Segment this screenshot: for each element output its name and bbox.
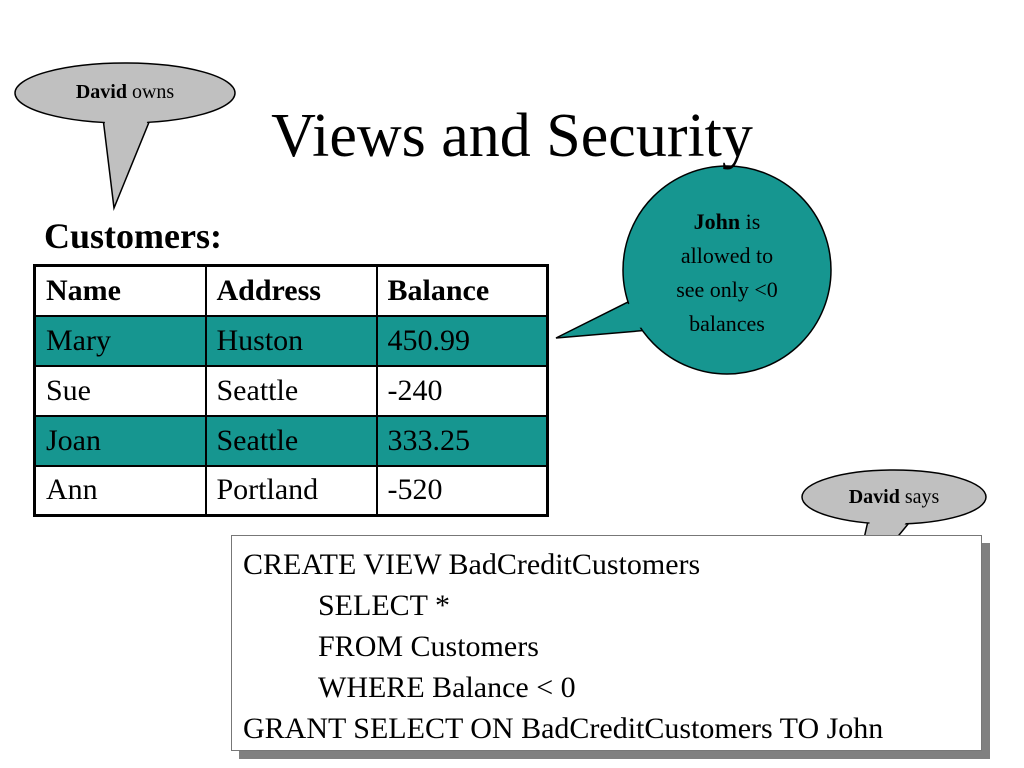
sql-line-create-view: CREATE VIEW BadCreditCustomers bbox=[243, 548, 701, 581]
john-callout-name: John bbox=[693, 209, 741, 234]
says-callout-text: David says bbox=[802, 485, 986, 509]
john-callout-line-2: allowed to bbox=[680, 243, 774, 268]
sql-line-from: FROM Customers bbox=[318, 630, 539, 663]
cell-name: Sue bbox=[33, 364, 207, 417]
table-row: Mary Huston 450.99 bbox=[33, 314, 549, 367]
cell-name: Mary bbox=[33, 314, 207, 367]
john-callout-shape bbox=[555, 165, 832, 375]
customers-table: Name Address Balance Mary Huston 450.99 … bbox=[33, 264, 549, 517]
owner-callout-shape bbox=[14, 62, 236, 211]
john-callout-line-4: balances bbox=[689, 311, 765, 336]
table-row: Sue Seattle -240 bbox=[33, 364, 549, 417]
cell-balance: 333.25 bbox=[375, 414, 549, 467]
header-balance: Balance bbox=[375, 264, 549, 317]
cell-address: Seattle bbox=[204, 414, 378, 467]
sql-line-select: SELECT * bbox=[318, 589, 450, 622]
cell-address: Seattle bbox=[204, 364, 378, 417]
john-callout-line-1-rest: is bbox=[745, 209, 761, 234]
says-callout-word: says bbox=[904, 486, 940, 508]
owner-callout-name: David bbox=[75, 81, 127, 103]
john-callout-line-1: John is bbox=[623, 205, 831, 239]
cell-balance: -240 bbox=[375, 364, 549, 417]
table-row: Ann Portland -520 bbox=[33, 464, 549, 517]
cell-address: Huston bbox=[204, 314, 378, 367]
sql-line-where: WHERE Balance < 0 bbox=[318, 671, 576, 704]
cell-balance: -520 bbox=[375, 464, 549, 517]
header-address: Address bbox=[204, 264, 378, 317]
owner-callout-text: David owns bbox=[15, 80, 235, 104]
table-row: Joan Seattle 333.25 bbox=[33, 414, 549, 467]
cell-name: Joan bbox=[33, 414, 207, 467]
cell-address: Portland bbox=[204, 464, 378, 517]
says-callout-name: David bbox=[848, 486, 900, 508]
table-caption: Customers: bbox=[44, 216, 222, 256]
table-header-row: Name Address Balance bbox=[33, 264, 549, 317]
sql-line-grant: GRANT SELECT ON BadCreditCustomers TO Jo… bbox=[243, 712, 884, 745]
john-callout-text: John is allowed to see only <0 balances bbox=[623, 205, 831, 341]
slide-title: Views and Security bbox=[271, 102, 753, 170]
owner-callout-word: owns bbox=[131, 81, 175, 103]
cell-balance: 450.99 bbox=[375, 314, 549, 367]
john-callout-line-3: see only <0 bbox=[676, 277, 778, 302]
header-name: Name bbox=[33, 264, 207, 317]
cell-name: Ann bbox=[33, 464, 207, 517]
sql-code-box: CREATE VIEW BadCreditCustomers SELECT * … bbox=[231, 535, 982, 751]
